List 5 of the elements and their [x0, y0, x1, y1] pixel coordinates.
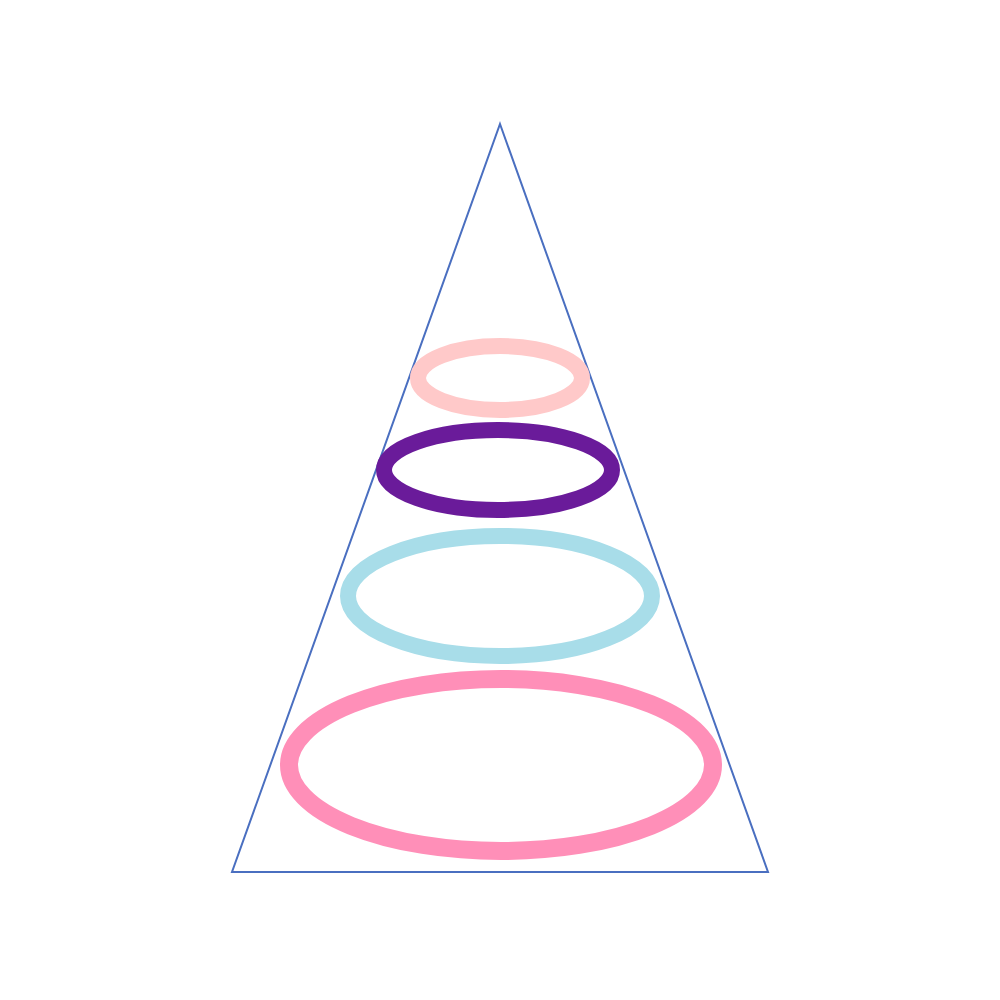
- triangle-outline: [232, 124, 768, 872]
- ellipse-ring: [410, 338, 590, 418]
- ellipse-ring: [376, 422, 620, 518]
- ellipse-ring: [279, 669, 721, 859]
- ellipse-ring: [340, 528, 660, 664]
